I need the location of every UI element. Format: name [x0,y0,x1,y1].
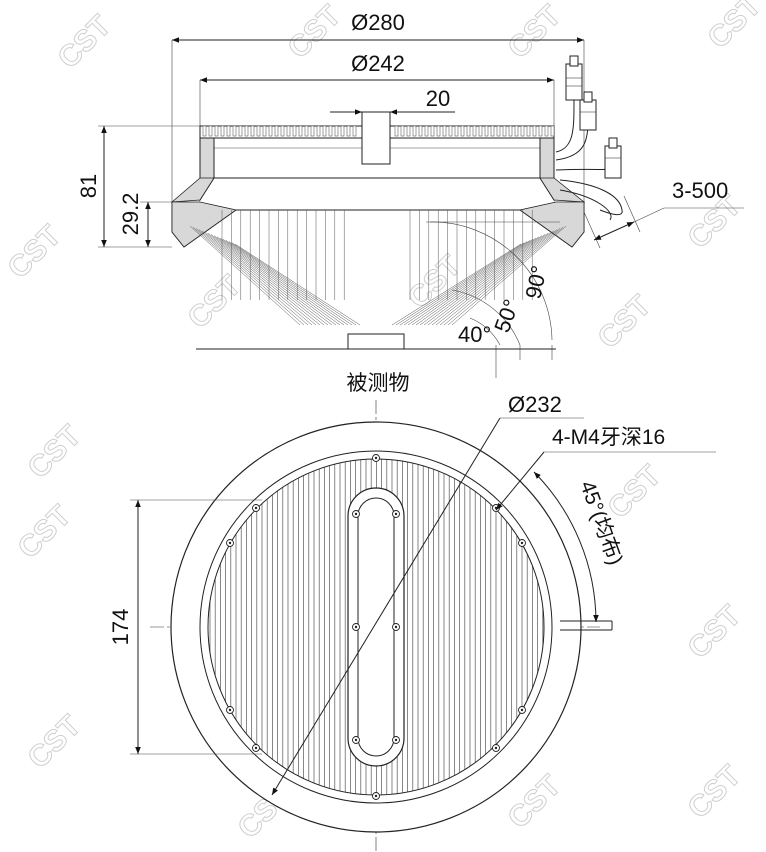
watermark-text: CST [182,269,248,335]
screw-hole-icon [518,706,526,714]
watermark-text: CST [592,289,658,355]
center-post [361,111,391,165]
screw-hole-icon [372,454,380,462]
test-object [347,333,405,350]
top-view: 174 Ø232 4-M4牙深16 45°(均布) [108,392,716,852]
cables [555,99,623,221]
screw-hole-icon [492,744,500,752]
screw-hole-icon [518,539,526,547]
watermark-text: CST [12,499,78,565]
light-rays [189,210,567,326]
diameter-leader [271,417,501,796]
connector-icon [579,91,597,131]
screw-hole-icon [392,510,400,518]
screw-hole-icon [352,736,360,744]
angle-arc-50 [451,289,521,346]
screw-hole-icon [226,706,234,714]
connector-icon [565,55,583,101]
screw-hole-icon [392,736,400,744]
screw-hole-icon [352,510,360,518]
watermark-text: CST [22,709,88,775]
cable-length-label: 3-500 [672,178,728,203]
angle-arc-45 [533,471,599,623]
screw-holes [226,454,526,800]
watermark-text: CST [702,0,766,55]
screw-hole-icon [492,504,500,512]
outer-diameter-label: Ø280 [351,10,405,35]
screw-hole-icon [252,504,260,512]
screw-hole-icon [226,539,234,547]
height-label: 174 [108,609,133,646]
watermark-text: CST [282,0,348,65]
center-slot [347,487,405,767]
object-label: 被测物 [347,372,410,395]
connector-icon [604,137,622,179]
screw-hole-icon [252,744,260,752]
angle-90-label: 90° [520,263,551,301]
lower-height-label: 29.2 [118,193,143,236]
watermark-text: CST [52,9,118,75]
watermark-text: CST [682,599,748,665]
thread-holes-label: 4-M4牙深16 [552,426,665,449]
angle-50-label: 50° [489,296,524,336]
watermark-text: CST [682,759,748,825]
watermark-text: CST [502,0,568,65]
inner-diameter-label: Ø242 [351,51,405,76]
thread-holes-leader [495,451,545,511]
lower-cone-housing [171,177,585,248]
angle-arc-90 [429,221,553,341]
screw-hole-icon [392,623,400,631]
center-width-label: 20 [426,86,450,111]
screw-hole-icon [352,623,360,631]
watermark-text: CST [22,419,88,485]
angle-40-label: 40° [458,322,491,347]
heat-sink-fins [202,125,555,137]
side-view: Ø280 Ø242 20 81 29.2 [76,10,744,395]
screw-hole-icon [372,792,380,800]
angle-arc-40 [469,317,501,346]
watermark-text: CST [2,219,68,285]
diameter-label: Ø232 [508,392,562,417]
total-height-label: 81 [76,174,101,198]
